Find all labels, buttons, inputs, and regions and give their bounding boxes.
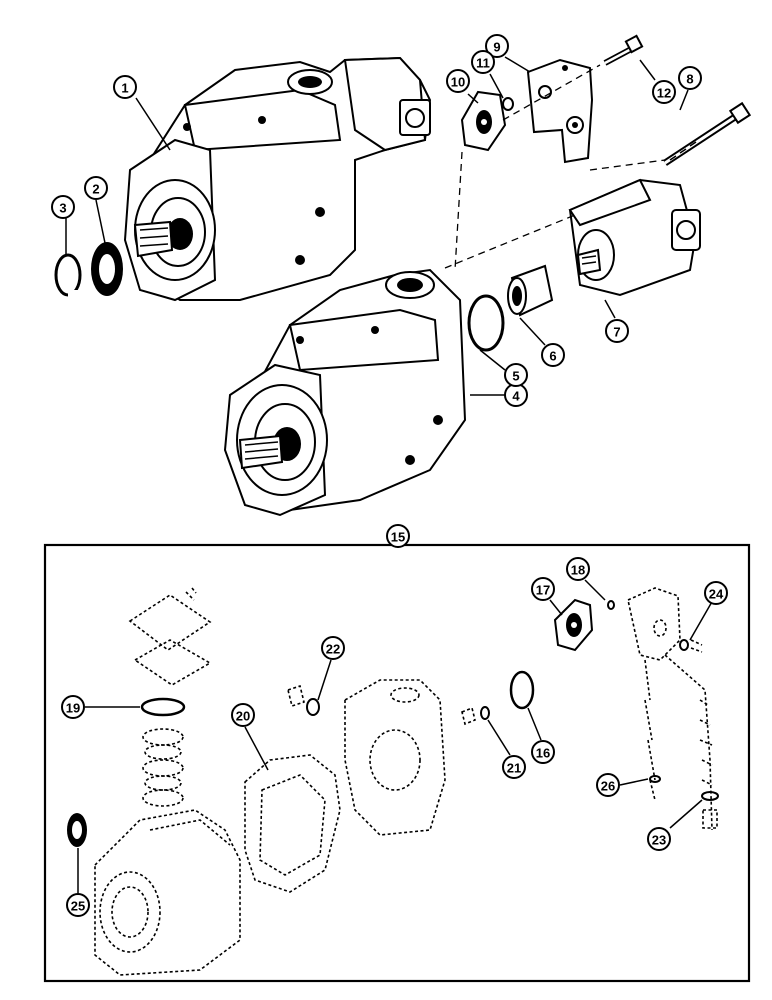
svg-text:11: 11 [476,56,490,71]
kit-o-ring-16 [509,670,535,710]
svg-text:26: 26 [601,779,615,794]
callout-23: 23 [647,827,671,851]
svg-text:2: 2 [92,182,99,197]
svg-text:8: 8 [686,72,693,87]
valve-block-9 [526,58,594,164]
gear-pump-7 [568,178,701,297]
callout-4: 4 [504,383,528,407]
callout-25: 25 [66,893,90,917]
callout-11: 11 [471,50,495,74]
callout-8: 8 [678,66,702,90]
callout-21: 21 [502,755,526,779]
callout-5: 5 [504,363,528,387]
svg-text:9: 9 [493,40,500,55]
kit-spring-stack [142,728,184,807]
kit-o-ring-19 [140,697,186,717]
svg-text:22: 22 [326,642,340,657]
svg-text:4: 4 [512,389,520,404]
kit-seal-25 [67,813,87,847]
kit-o-ring-24 [679,639,703,653]
svg-text:5: 5 [512,369,519,384]
svg-text:6: 6 [549,349,556,364]
seal-2 [91,242,123,296]
svg-text:23: 23 [652,833,666,848]
callout-15: 15 [386,524,410,548]
svg-text:16: 16 [536,746,550,761]
callout-1: 1 [113,75,137,99]
o-ring-11 [502,97,514,111]
callout-22: 22 [321,636,345,660]
kit-gasket-square-top [128,587,212,686]
leader-lines-upper [65,56,689,396]
gasket-10 [460,90,507,152]
svg-text:21: 21 [507,761,521,776]
svg-text:19: 19 [66,701,80,716]
callout-6: 6 [541,343,565,367]
seal-kit-box [43,543,751,983]
callout-12: 12 [652,80,676,104]
kit-gasket-20 [244,754,341,893]
callout-24: 24 [704,581,728,605]
callout-2: 2 [84,176,108,200]
svg-text:1: 1 [121,81,128,96]
svg-text:24: 24 [709,587,724,602]
callout-7: 7 [605,319,629,343]
svg-text:18: 18 [571,563,585,578]
callout-3: 3 [51,195,75,219]
svg-text:17: 17 [536,583,550,598]
callout-16: 16 [531,740,555,764]
snap-ring-3 [54,253,82,298]
callout-17: 17 [531,577,555,601]
callout-18: 18 [566,557,590,581]
pump-assembly-4 [223,268,467,517]
leader-lines-kit [77,579,714,893]
svg-text:12: 12 [657,86,671,101]
bolt-8 [663,101,752,166]
callout-19: 19 [61,695,85,719]
callout-26: 26 [596,773,620,797]
o-ring-5 [467,294,505,352]
kit-valve-block-outline [627,587,719,831]
svg-text:10: 10 [451,75,465,90]
kit-valve-body-outline [344,679,446,836]
kit-gasket-17 [553,598,594,652]
callout-10: 10 [446,69,470,93]
kit-pump-housing-outline [94,809,241,976]
svg-text:7: 7 [613,325,620,340]
callout-9: 9 [485,34,509,58]
kit-plug-21 [461,706,490,726]
alignment-lines-upper [444,64,666,271]
pump-assembly-1 [123,56,432,302]
coupler-6 [507,264,554,317]
callout-20: 20 [231,703,255,727]
kit-fitting-22 [287,684,320,716]
svg-text:3: 3 [59,201,66,216]
svg-text:25: 25 [71,899,85,914]
bolt-12 [603,34,644,66]
kit-o-ring-18 [607,600,615,610]
svg-text:15: 15 [391,530,405,545]
svg-text:20: 20 [236,709,250,724]
